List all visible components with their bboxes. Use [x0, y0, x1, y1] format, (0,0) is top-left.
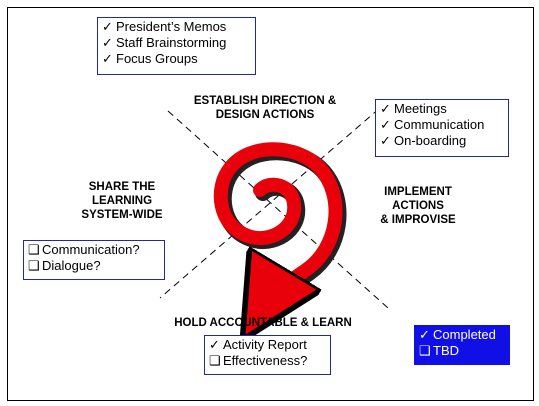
phase-line: ACTIONS — [392, 200, 444, 212]
share-learning-box: ❑Communication? ❑Dialogue? — [23, 240, 165, 280]
checkbox-icon: ❑ — [209, 353, 221, 368]
box-item-label: Focus Groups — [116, 51, 198, 66]
box-item: ✓Activity Report — [209, 337, 326, 353]
box-item-label: On-boarding — [394, 133, 467, 148]
checkbox-icon: ❑ — [419, 343, 431, 358]
learning-cycle-diagram — [159, 100, 389, 400]
check-icon: ✓ — [102, 35, 113, 50]
phase-line: SHARE THE — [88, 181, 156, 193]
phase-hold-label: HOLD ACCOUNTABLE & LEARN — [153, 316, 373, 330]
box-item: ❑Dialogue? — [28, 258, 160, 274]
legend-label: Completed — [433, 327, 496, 342]
box-item: ✓Focus Groups — [102, 51, 251, 67]
box-item: ❑Effectiveness? — [209, 353, 326, 369]
implement-actions-box: ✓Meetings ✓Communication ✓On-boarding — [375, 99, 509, 157]
check-icon: ✓ — [380, 101, 391, 116]
box-item: ✓On-boarding — [380, 133, 504, 149]
quadrant-divider-line — [159, 100, 389, 299]
phase-line: & IMPROVISE — [380, 214, 456, 226]
box-item-label: Communication — [394, 117, 485, 132]
check-icon: ✓ — [380, 117, 391, 132]
hold-accountable-box: ✓Activity Report ❑Effectiveness? — [204, 335, 331, 375]
phase-line: LEARNING — [91, 195, 153, 207]
box-item-label: Staff Brainstorming — [116, 35, 227, 50]
phase-implement-label: IMPLEMENT ACTIONS & IMPROVISE — [368, 185, 468, 227]
check-icon: ✓ — [419, 327, 430, 342]
legend-item-completed: ✓Completed — [419, 327, 505, 343]
box-item: ❑Communication? — [28, 242, 160, 258]
box-item-label: Dialogue? — [42, 258, 101, 273]
status-legend: ✓Completed ❑TBD — [414, 325, 510, 365]
box-item-label: Meetings — [394, 101, 447, 116]
phase-line: ESTABLISH DIRECTION & — [193, 95, 337, 107]
checkbox-icon: ❑ — [28, 258, 40, 273]
phase-establish-label: ESTABLISH DIRECTION & DESIGN ACTIONS — [172, 94, 358, 122]
legend-item-tbd: ❑TBD — [419, 343, 505, 359]
check-icon: ✓ — [380, 133, 391, 148]
establish-actions-box: ✓President’s Memos ✓Staff Brainstorming … — [97, 17, 256, 75]
check-icon: ✓ — [102, 51, 113, 66]
phase-line: SYSTEM-WIDE — [81, 209, 163, 221]
box-item-label: Activity Report — [223, 337, 307, 352]
box-item: ✓Meetings — [380, 101, 504, 117]
phase-line: HOLD ACCOUNTABLE & LEARN — [174, 317, 352, 329]
check-icon: ✓ — [102, 19, 113, 34]
checkbox-icon: ❑ — [28, 242, 40, 257]
box-item: ✓President’s Memos — [102, 19, 251, 35]
box-item: ✓Staff Brainstorming — [102, 35, 251, 51]
phase-share-label: SHARE THE LEARNING SYSTEM-WIDE — [72, 180, 172, 222]
box-item-label: Communication? — [42, 242, 140, 257]
phase-line: DESIGN ACTIONS — [215, 109, 315, 121]
box-item-label: President’s Memos — [116, 19, 227, 34]
box-item-label: Effectiveness? — [223, 353, 308, 368]
check-icon: ✓ — [209, 337, 220, 352]
legend-label: TBD — [433, 343, 459, 358]
phase-line: IMPLEMENT — [384, 186, 452, 198]
box-item: ✓Communication — [380, 117, 504, 133]
spiral-arrow — [213, 142, 343, 304]
quadrant-divider-line — [167, 110, 389, 309]
slide-frame: ESTABLISH DIRECTION & DESIGN ACTIONS IMP… — [7, 7, 534, 401]
